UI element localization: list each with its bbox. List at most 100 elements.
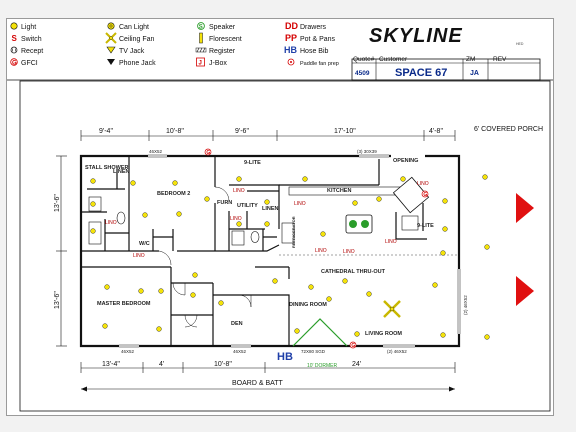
tv-jack-icon (106, 46, 116, 54)
light-icon (376, 196, 382, 202)
room-label: 9-LITE (417, 223, 434, 229)
light-icon (176, 211, 182, 217)
lino-label: LINO (105, 220, 117, 226)
window-size: (3) 30X39 (357, 149, 377, 154)
light-icon (104, 284, 110, 290)
floor-plan-drawing: Light S Switch Recept G GFCI Can Light C… (7, 21, 553, 412)
light-icon (192, 272, 198, 278)
window-size: (2) 46X52 (387, 349, 407, 354)
phone-jack-icon (107, 59, 115, 65)
title-block: SKYLINE HED Quote# Customer ZM REV 4509 … (351, 25, 541, 81)
gfci-icon (349, 341, 357, 349)
dimension-label: 17'-10" (334, 128, 356, 135)
light-icon (400, 176, 406, 182)
light-icon (190, 292, 196, 298)
logo-suffix: HED (516, 42, 524, 46)
svg-text:G: G (351, 343, 355, 349)
room-label: BEDROOM 2 (157, 191, 190, 197)
legend-label: Hose Bib (300, 48, 329, 55)
room-label: UTILITY (237, 203, 258, 209)
light-icon (482, 174, 488, 180)
quote-number: 4509 (355, 70, 370, 77)
legend-label: TV Jack (119, 48, 145, 55)
gfci-icon (421, 190, 429, 198)
window-sizes: 46X52 (3) 30X39 46X52 46X52 72X80 SGD (2… (121, 149, 468, 354)
light-icon (102, 323, 108, 329)
range-box (401, 215, 419, 231)
window-size: (2) 46X52 (463, 295, 468, 315)
dimension-label: 9'-6" (235, 128, 249, 135)
switch-icon: S (12, 34, 18, 43)
light-icon (442, 198, 448, 204)
register-icon (195, 47, 207, 53)
dimension-label: 10'-8" (166, 128, 184, 135)
hose-bib-marker: HB (277, 351, 293, 363)
customer-header: Customer (379, 56, 408, 63)
arrow-marker (516, 193, 534, 223)
light-icon (138, 288, 144, 294)
bath2-vanity (231, 230, 245, 246)
gfci-markers: G G G (204, 148, 429, 349)
lino-marks: LINO LINO LINO LINO LINO LINO LINO LINO … (105, 181, 429, 259)
vanity-fixture (88, 221, 102, 245)
drawers-icon: DD (285, 21, 298, 31)
light-icon (264, 221, 270, 227)
dimension-lines: 9'-4" 10'-8" 9'-6" 17'-10" 4'-8" 13'-4" … (54, 128, 456, 392)
light-icon (442, 226, 448, 232)
dimension-label: 4' (159, 361, 164, 368)
svg-text:G: G (206, 150, 210, 156)
light-icon (204, 196, 210, 202)
room-label: FURN (217, 200, 232, 206)
legend-label: Recept (21, 48, 43, 55)
siding-label: BOARD & BATT (232, 380, 284, 387)
legend-label: Ceiling Fan (119, 36, 155, 43)
dormer-label: 10' DORMER (307, 363, 338, 369)
light-icon (236, 221, 242, 227)
gfci-icon (204, 148, 212, 156)
legend-label: Florescent (209, 36, 242, 43)
lino-label: LINO (133, 253, 145, 259)
pot-pans-icon: PP (285, 33, 297, 43)
light-icon (90, 228, 96, 234)
light-fixtures (90, 174, 490, 340)
light-icon (326, 296, 332, 302)
lino-label: LINO (417, 181, 429, 187)
room-label: LIVING ROOM (365, 331, 402, 337)
ceiling-fan-icon (383, 300, 401, 318)
light-icon (440, 332, 446, 338)
light-icon (156, 326, 162, 332)
light-icon (342, 278, 348, 284)
dimension-label: 9'-4" (99, 128, 113, 135)
legend-label: Register (209, 48, 236, 55)
light-icon (142, 212, 148, 218)
gfci-glyph: G (12, 61, 17, 67)
lino-label: LINO (385, 239, 397, 245)
light-icon (90, 178, 96, 184)
light-icon (308, 284, 314, 290)
floor-plan-sheet: Light S Switch Recept G GFCI Can Light C… (6, 18, 554, 416)
lino-label: LINO (294, 201, 306, 207)
legend-label: Switch (21, 36, 42, 43)
porch-label: 6' COVERED PORCH (474, 126, 543, 133)
light-icon (172, 180, 178, 186)
room-label: MASTER BEDROOM (97, 301, 151, 307)
dimension-label: 24' (352, 361, 361, 368)
recept-icon (10, 46, 18, 54)
j-box-icon (196, 57, 205, 67)
lino-label: LINO (343, 249, 355, 255)
drawing-frame (19, 80, 551, 412)
light-icon (302, 176, 308, 182)
dimension-label: 13'-6" (54, 291, 61, 309)
legend-label: Pot & Pans (300, 36, 336, 43)
floor-plan (79, 154, 461, 348)
light-icon (484, 244, 490, 250)
light-icon (354, 331, 360, 337)
legend-label: GFCI (21, 60, 38, 67)
dormer-outline (292, 318, 348, 347)
window-size: 46X52 (149, 149, 163, 154)
quote-header: Quote# (353, 56, 375, 63)
room-label: STALL SHOWER (85, 165, 129, 171)
legend-label: Drawers (300, 24, 327, 31)
legend-label: Paddle fan prep (300, 61, 339, 67)
light-icon (294, 328, 300, 334)
